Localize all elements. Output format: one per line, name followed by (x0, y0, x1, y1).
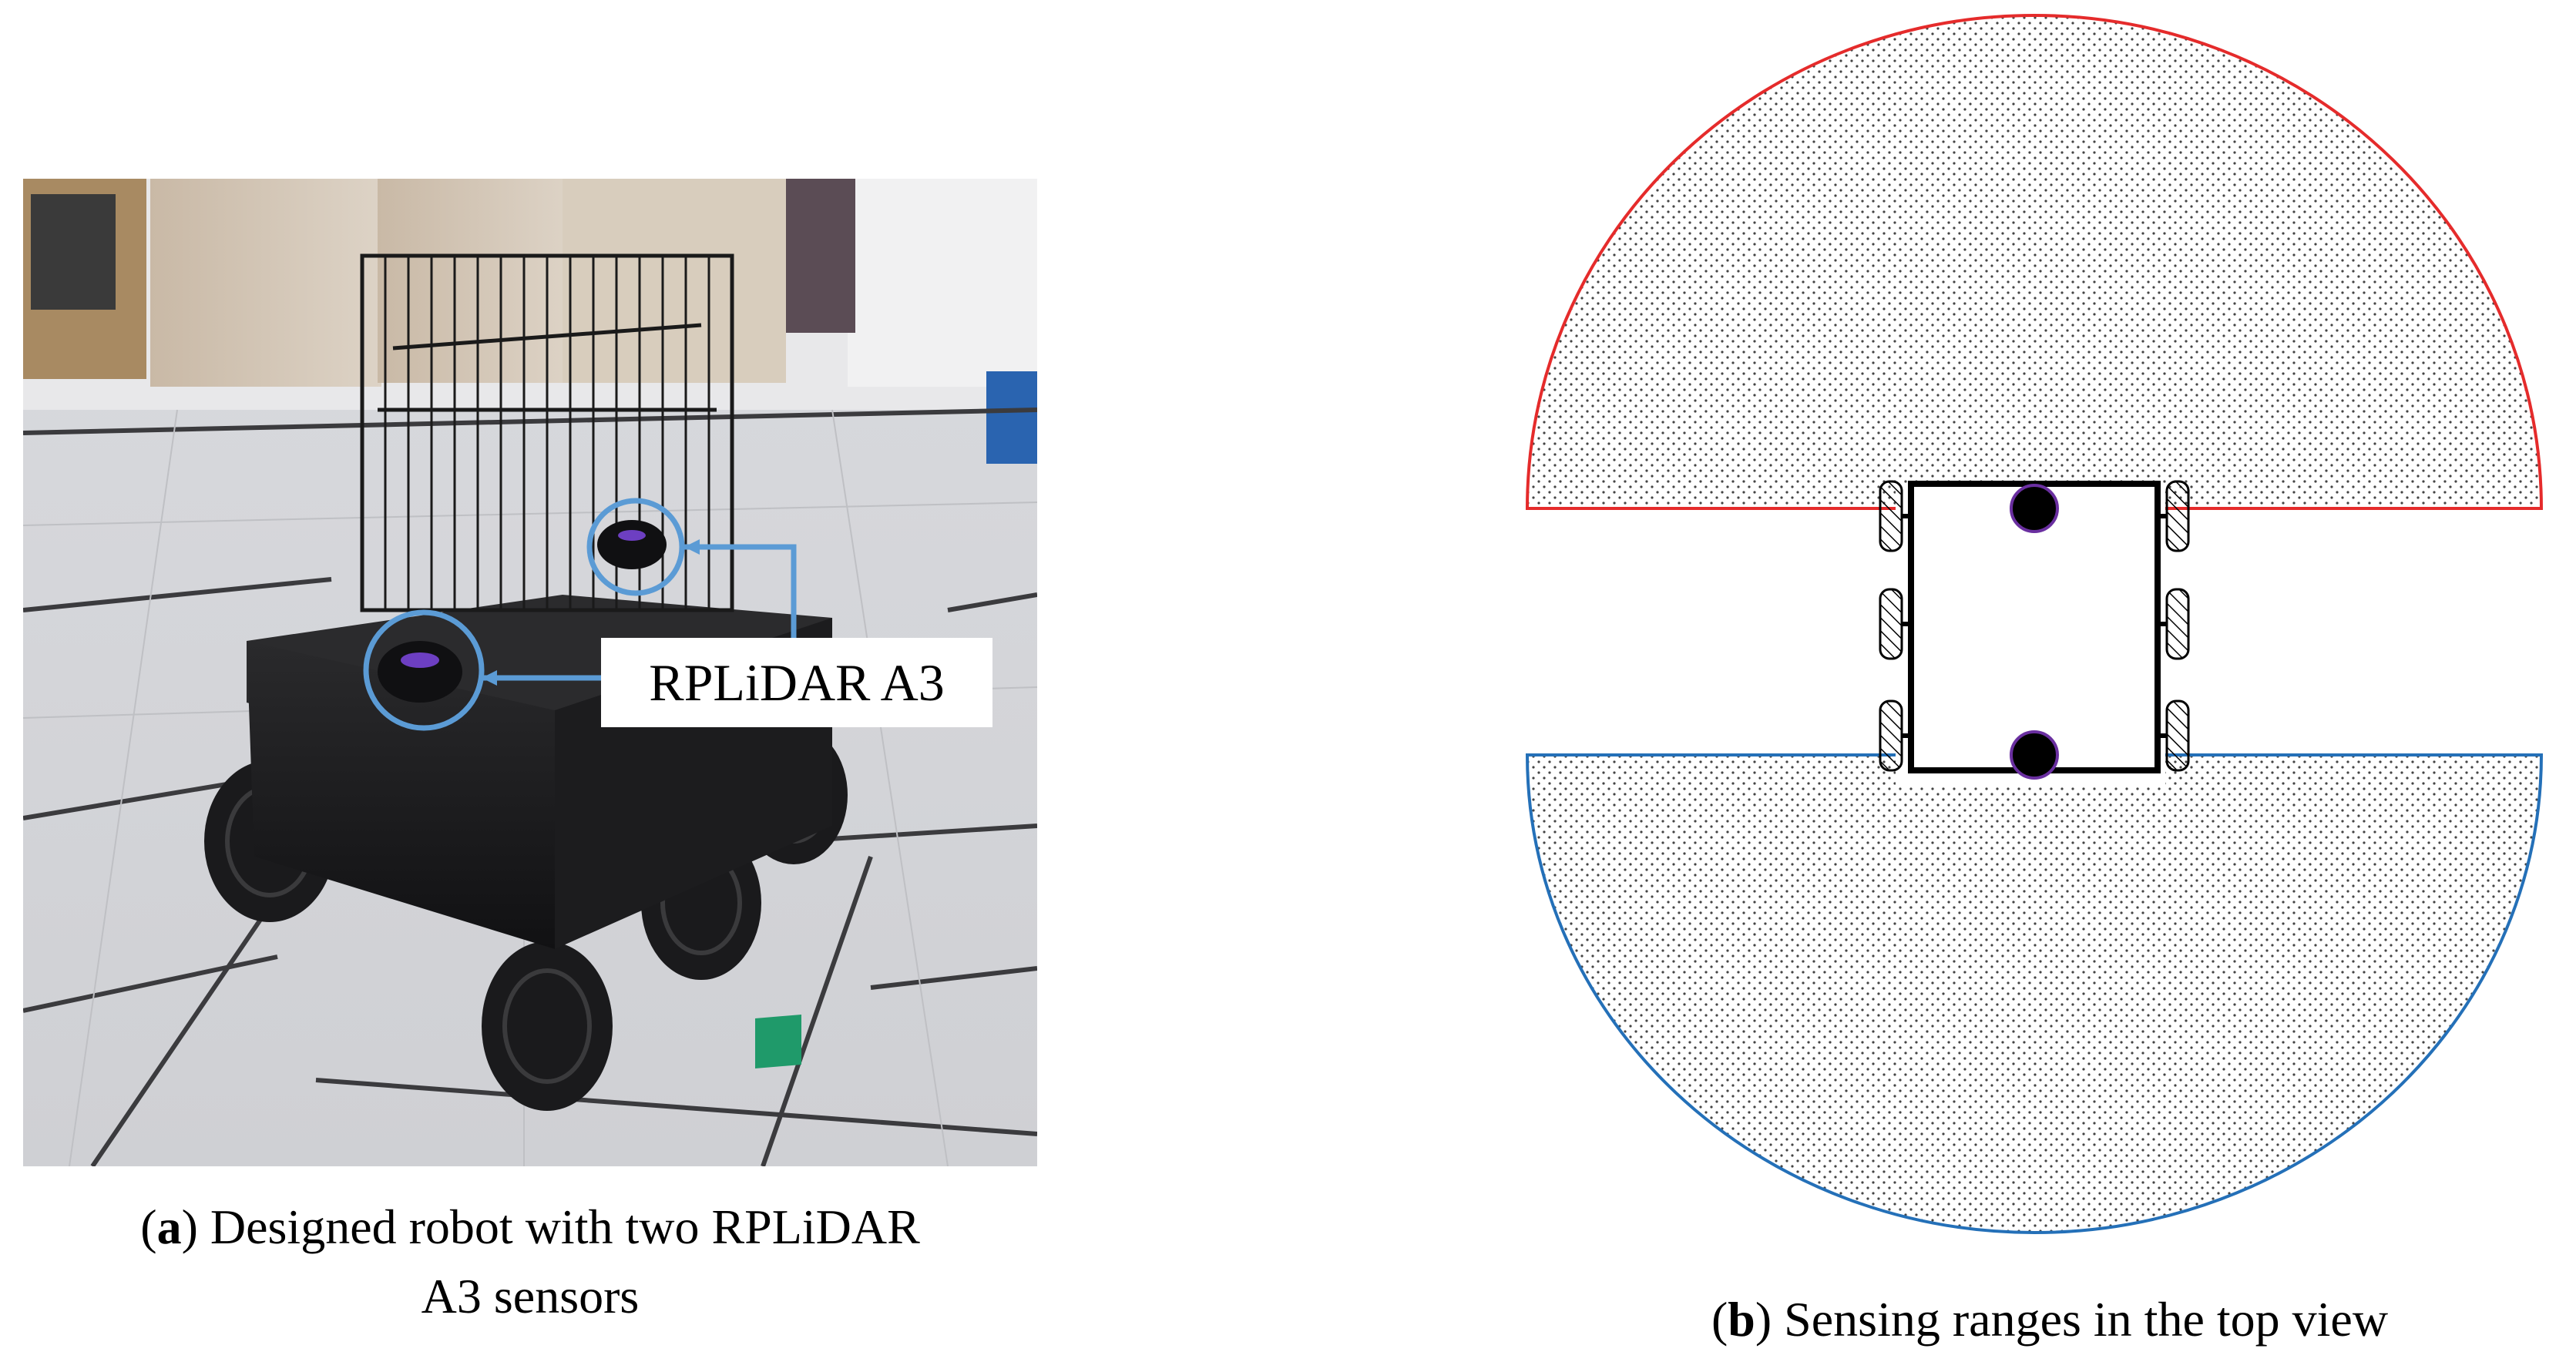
sensing-range-diagram (1525, 14, 2574, 1263)
caption-panel-a: (a) Designed robot with two RPLiDAR A3 s… (140, 1199, 920, 1323)
caption-panel-b: (b) Sensing ranges in the top view (1711, 1292, 2389, 1347)
rplidar-callout-text: RPLiDAR A3 (649, 653, 945, 712)
front-sensing-range (1525, 14, 2544, 510)
hatched-wheel-icon (1879, 588, 1903, 660)
rplidar-callout-label: RPLiDAR A3 (601, 638, 992, 727)
caption-a-line1: Designed robot with two RPLiDAR (210, 1199, 920, 1254)
hatched-wheel-icon (2165, 588, 2190, 660)
caption-b-text: Sensing ranges in the top view (1784, 1292, 2389, 1347)
front-lidar-icon (2010, 484, 2059, 533)
caption-a-line2: A3 sensors (421, 1269, 640, 1323)
wheel-group (1879, 480, 2190, 772)
hatched-wheel-icon (1879, 480, 1903, 552)
hatched-wheel-icon (2165, 699, 2190, 772)
hatched-wheel-icon (1879, 699, 1903, 772)
hatched-wheel-icon (2165, 480, 2190, 552)
caption-b-letter: b (1728, 1292, 1755, 1347)
rear-sensing-range (1525, 753, 2544, 1234)
caption-a-letter: a (156, 1199, 182, 1254)
rear-lidar-icon (2010, 730, 2059, 780)
